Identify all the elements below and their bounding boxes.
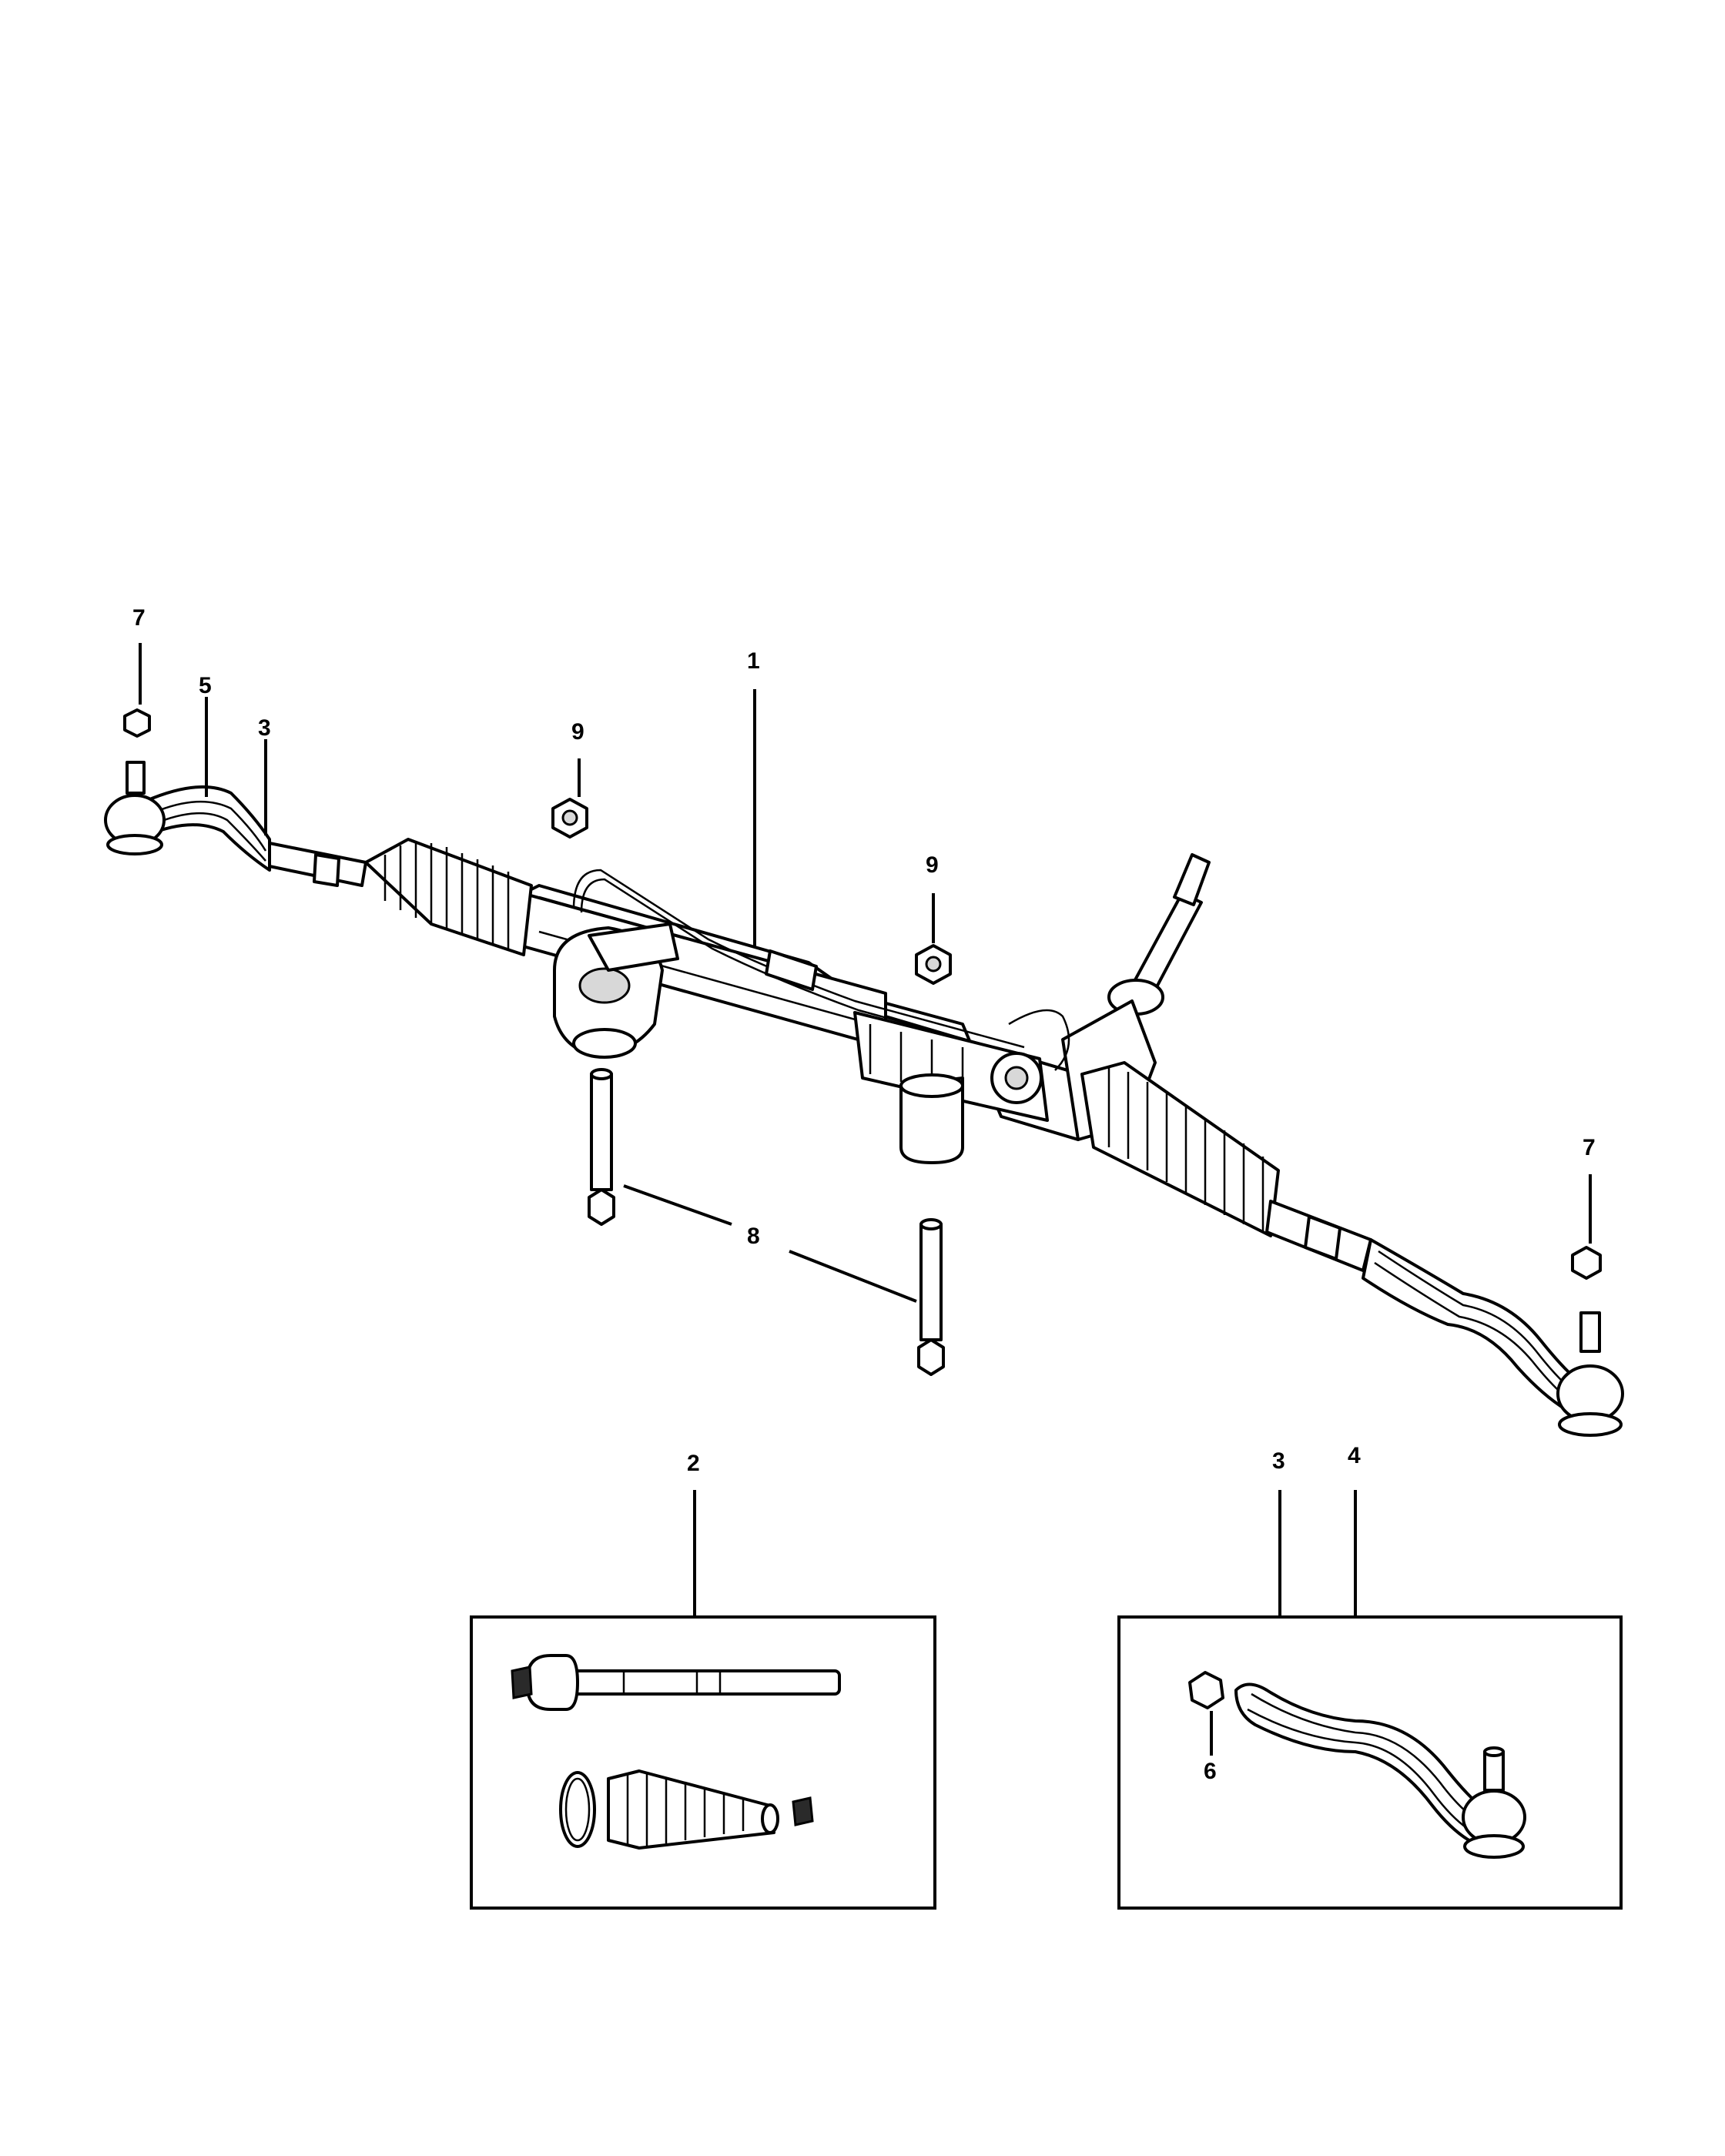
callout-6: 6 bbox=[1204, 1759, 1217, 1784]
inner-tie-rod bbox=[511, 1654, 841, 1711]
jam-nut-item-6 bbox=[1188, 1671, 1224, 1709]
callout-9-right: 9 bbox=[926, 852, 939, 878]
callout-7-right: 7 bbox=[1583, 1135, 1596, 1160]
nut-item-9-left bbox=[551, 798, 588, 839]
right-tie-rod-end bbox=[1265, 1200, 1624, 1437]
callout-1: 1 bbox=[747, 648, 760, 674]
inset-box-items-3-4 bbox=[1117, 1490, 1623, 1910]
nut-item-7-left bbox=[123, 708, 151, 738]
callout-5: 5 bbox=[199, 673, 212, 698]
leader-lines bbox=[139, 643, 1592, 1303]
left-bellows-boot bbox=[364, 838, 533, 956]
nut-item-7-right bbox=[1571, 1246, 1602, 1280]
callout-2: 2 bbox=[687, 1451, 700, 1476]
right-bellows-boot bbox=[1080, 1061, 1280, 1237]
nut-item-9-right bbox=[915, 944, 952, 985]
bolt-item-8-left bbox=[588, 1068, 615, 1226]
callout-3-left: 3 bbox=[258, 715, 271, 741]
bolt-item-8-right bbox=[917, 1218, 945, 1376]
callout-4: 4 bbox=[1348, 1443, 1361, 1468]
left-tie-rod-end bbox=[104, 761, 367, 887]
callout-8: 8 bbox=[747, 1224, 760, 1249]
callout-7-left: 7 bbox=[132, 605, 146, 631]
callout-9-left: 9 bbox=[571, 719, 584, 745]
rack-boot bbox=[607, 1769, 814, 1850]
callout-3-inset: 3 bbox=[1272, 1448, 1285, 1474]
outer-tie-rod-end bbox=[1234, 1682, 1526, 1859]
boot-clamp-ring bbox=[559, 1771, 596, 1848]
inset-box-item-2 bbox=[470, 1490, 936, 1910]
